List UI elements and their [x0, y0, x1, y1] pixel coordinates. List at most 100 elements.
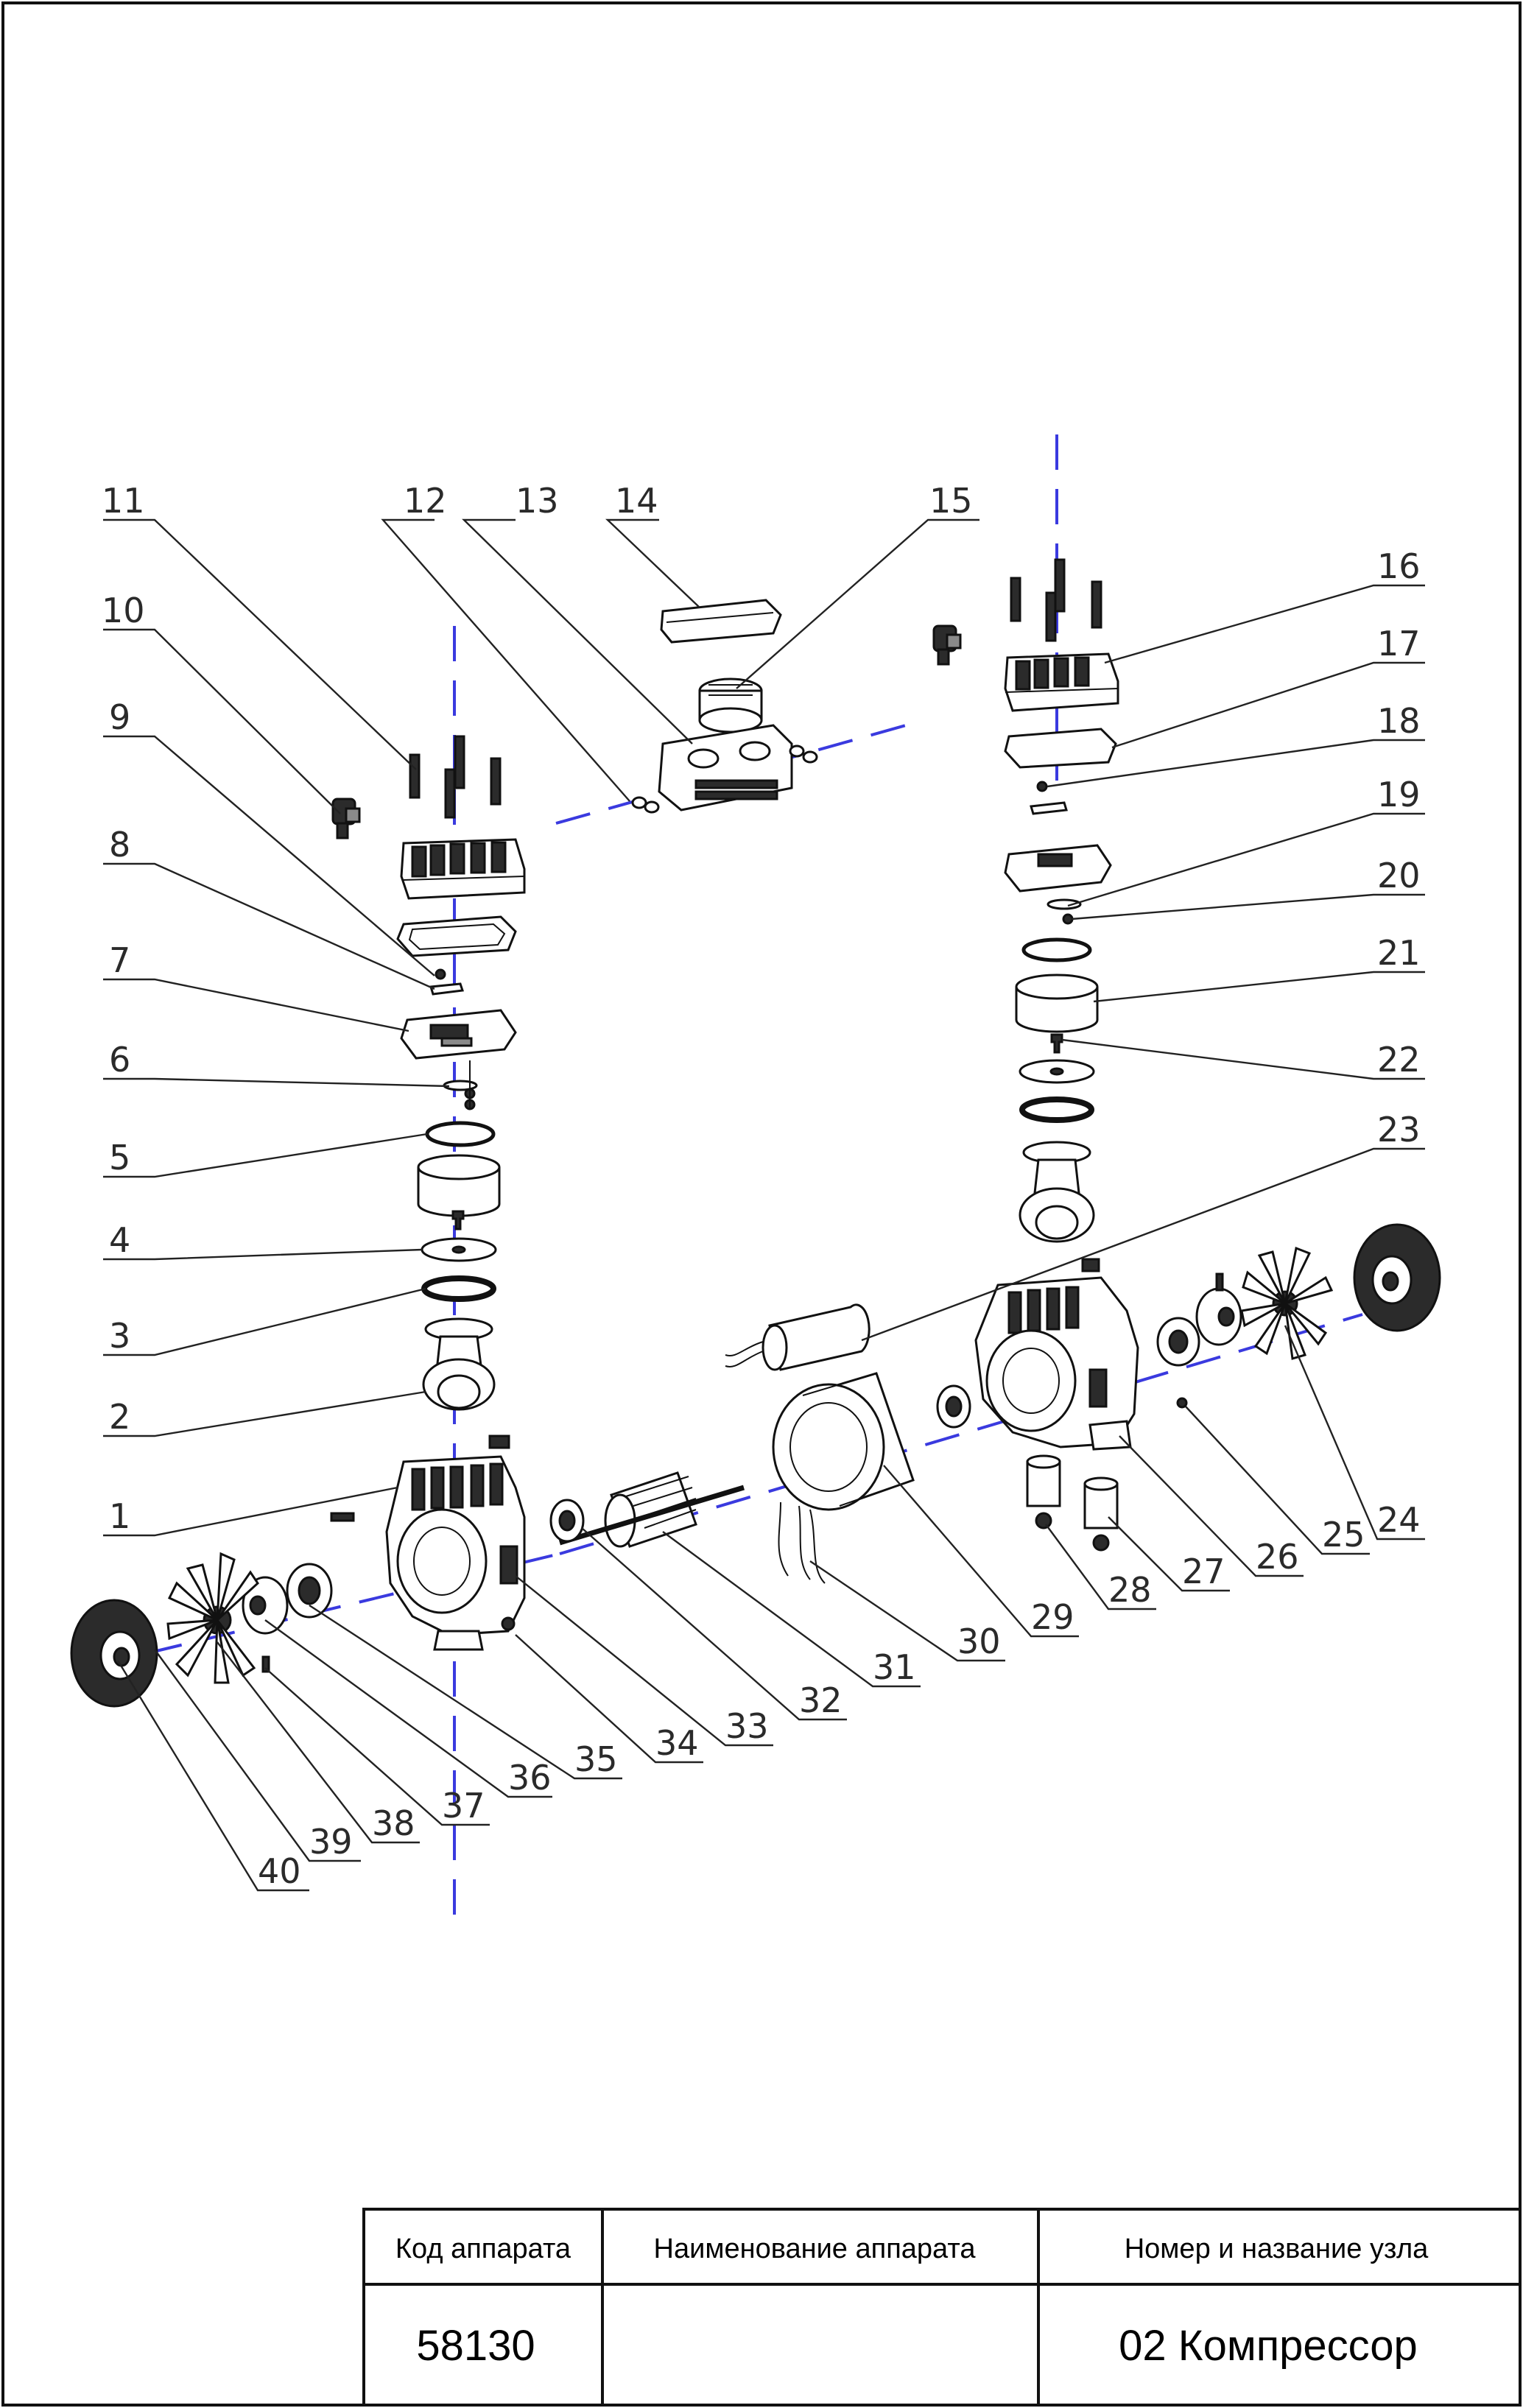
washer-18 — [1036, 781, 1048, 792]
callout-8: 8 — [109, 825, 130, 865]
nut-34 — [501, 1616, 516, 1631]
callout-6: 6 — [109, 1040, 130, 1080]
top-manifold-assembly — [631, 599, 818, 814]
oring-12b — [644, 800, 660, 814]
motor-assembly — [549, 1303, 971, 1584]
callout-12: 12 — [404, 481, 447, 521]
fan-39 — [166, 1552, 259, 1684]
pulley-37 — [242, 1576, 289, 1635]
header-unit-number-name: Номер и название узла — [1125, 2233, 1429, 2264]
head-gasket-right — [1004, 728, 1117, 769]
callout-9: 9 — [109, 697, 130, 737]
crankcase-right — [974, 1276, 1139, 1451]
callout-30: 30 — [957, 1622, 1001, 1661]
callout-27: 27 — [1182, 1552, 1225, 1591]
callout-17: 17 — [1377, 624, 1421, 663]
head-bolts-right — [1010, 558, 1102, 642]
washer-9 — [435, 968, 446, 980]
connecting-rod-left — [422, 1317, 496, 1411]
callout-21: 21 — [1377, 933, 1421, 973]
seal-ring-5 — [425, 1121, 496, 1147]
callout-13: 13 — [516, 481, 559, 521]
filter-15 — [698, 677, 763, 733]
callout-20: 20 — [1377, 856, 1421, 895]
screw-22 — [1050, 1033, 1063, 1054]
valve-pin-6 — [443, 1060, 478, 1110]
callout-7: 7 — [109, 940, 130, 980]
pulley-right — [1195, 1287, 1242, 1346]
cylinder-sleeve-right — [1015, 974, 1099, 1033]
head-bolts-left — [409, 735, 502, 819]
callout-29: 29 — [1031, 1597, 1074, 1637]
callout-23: 23 — [1377, 1110, 1421, 1150]
stator-29 — [772, 1372, 915, 1584]
valve-fitting-right — [932, 624, 962, 666]
fan-right — [1240, 1246, 1334, 1360]
valve-plate-right — [1004, 844, 1112, 893]
callout-28: 28 — [1108, 1570, 1152, 1610]
rotor-31 — [558, 1471, 745, 1548]
valve-fitting-left — [331, 798, 361, 839]
callout-24: 24 — [1377, 1500, 1421, 1540]
callout-10: 10 — [102, 591, 145, 630]
callout-1: 1 — [109, 1496, 130, 1536]
callout-38: 38 — [372, 1803, 415, 1843]
crankcase-left — [330, 1434, 526, 1651]
capacitor-23 — [725, 1303, 870, 1371]
cylinder-sleeve-left — [417, 1154, 501, 1217]
fan-guard-24 — [1353, 1223, 1441, 1332]
callout-26: 26 — [1256, 1537, 1299, 1577]
callout-19: 19 — [1377, 775, 1421, 814]
callout-32: 32 — [799, 1680, 843, 1720]
callout-40: 40 — [258, 1851, 301, 1891]
callout-33: 33 — [725, 1706, 769, 1746]
callout-numbers: 1 2 3 4 5 6 7 8 9 10 11 12 13 14 15 16 1… — [102, 481, 1421, 1891]
bearing-right — [1156, 1317, 1200, 1367]
cover-14 — [660, 599, 782, 644]
header-device-code: Код аппарата — [395, 2233, 571, 2264]
callout-36: 36 — [508, 1758, 552, 1798]
value-device-code: 58130 — [416, 2322, 535, 2370]
connecting-rod-right — [1019, 1141, 1095, 1243]
right-cylinder-assembly — [932, 558, 1441, 1552]
oring-12a — [631, 796, 647, 809]
callout-14: 14 — [615, 481, 658, 521]
callout-3: 3 — [109, 1316, 130, 1356]
piston-cup-4 — [421, 1237, 497, 1262]
valve-plate-left — [400, 1009, 517, 1060]
title-block: Код аппарата Наименование аппарата Номер… — [362, 2208, 1522, 2407]
center-axes — [147, 434, 1363, 1929]
callout-18: 18 — [1377, 701, 1421, 741]
rubber-foot-27 — [1026, 1454, 1061, 1529]
bearing-36 — [286, 1563, 333, 1619]
callout-16: 16 — [1377, 546, 1421, 586]
value-unit-number-name: 02 Компрессор — [1119, 2322, 1418, 2370]
bearing-32 — [549, 1499, 585, 1543]
left-cylinder-assembly — [70, 735, 526, 1708]
fan-guard-40 — [70, 1599, 158, 1708]
callout-11: 11 — [102, 481, 145, 521]
callout-2: 2 — [109, 1397, 130, 1437]
manifold-13 — [658, 724, 793, 812]
screw-left — [451, 1210, 465, 1231]
callout-4: 4 — [109, 1220, 130, 1260]
callout-35: 35 — [574, 1739, 618, 1779]
callout-5: 5 — [109, 1138, 130, 1177]
callout-34: 34 — [655, 1723, 699, 1763]
piston-ring-3 — [421, 1275, 496, 1302]
valve-pin-19-20 — [1047, 898, 1082, 925]
head-gasket-left — [396, 915, 517, 957]
cylinder-head-left — [400, 838, 526, 900]
cylinder-head-right — [1004, 652, 1119, 712]
bearing-29b — [936, 1384, 971, 1429]
rubber-foot-28 — [1083, 1476, 1119, 1552]
washer-38 — [261, 1655, 270, 1673]
callout-31: 31 — [873, 1647, 916, 1687]
header-device-name: Наименование аппарата — [654, 2233, 977, 2264]
reed-8 — [429, 982, 465, 996]
reed-right — [1030, 801, 1068, 815]
callout-leaders — [103, 518, 1425, 1892]
callout-25: 25 — [1322, 1515, 1365, 1555]
